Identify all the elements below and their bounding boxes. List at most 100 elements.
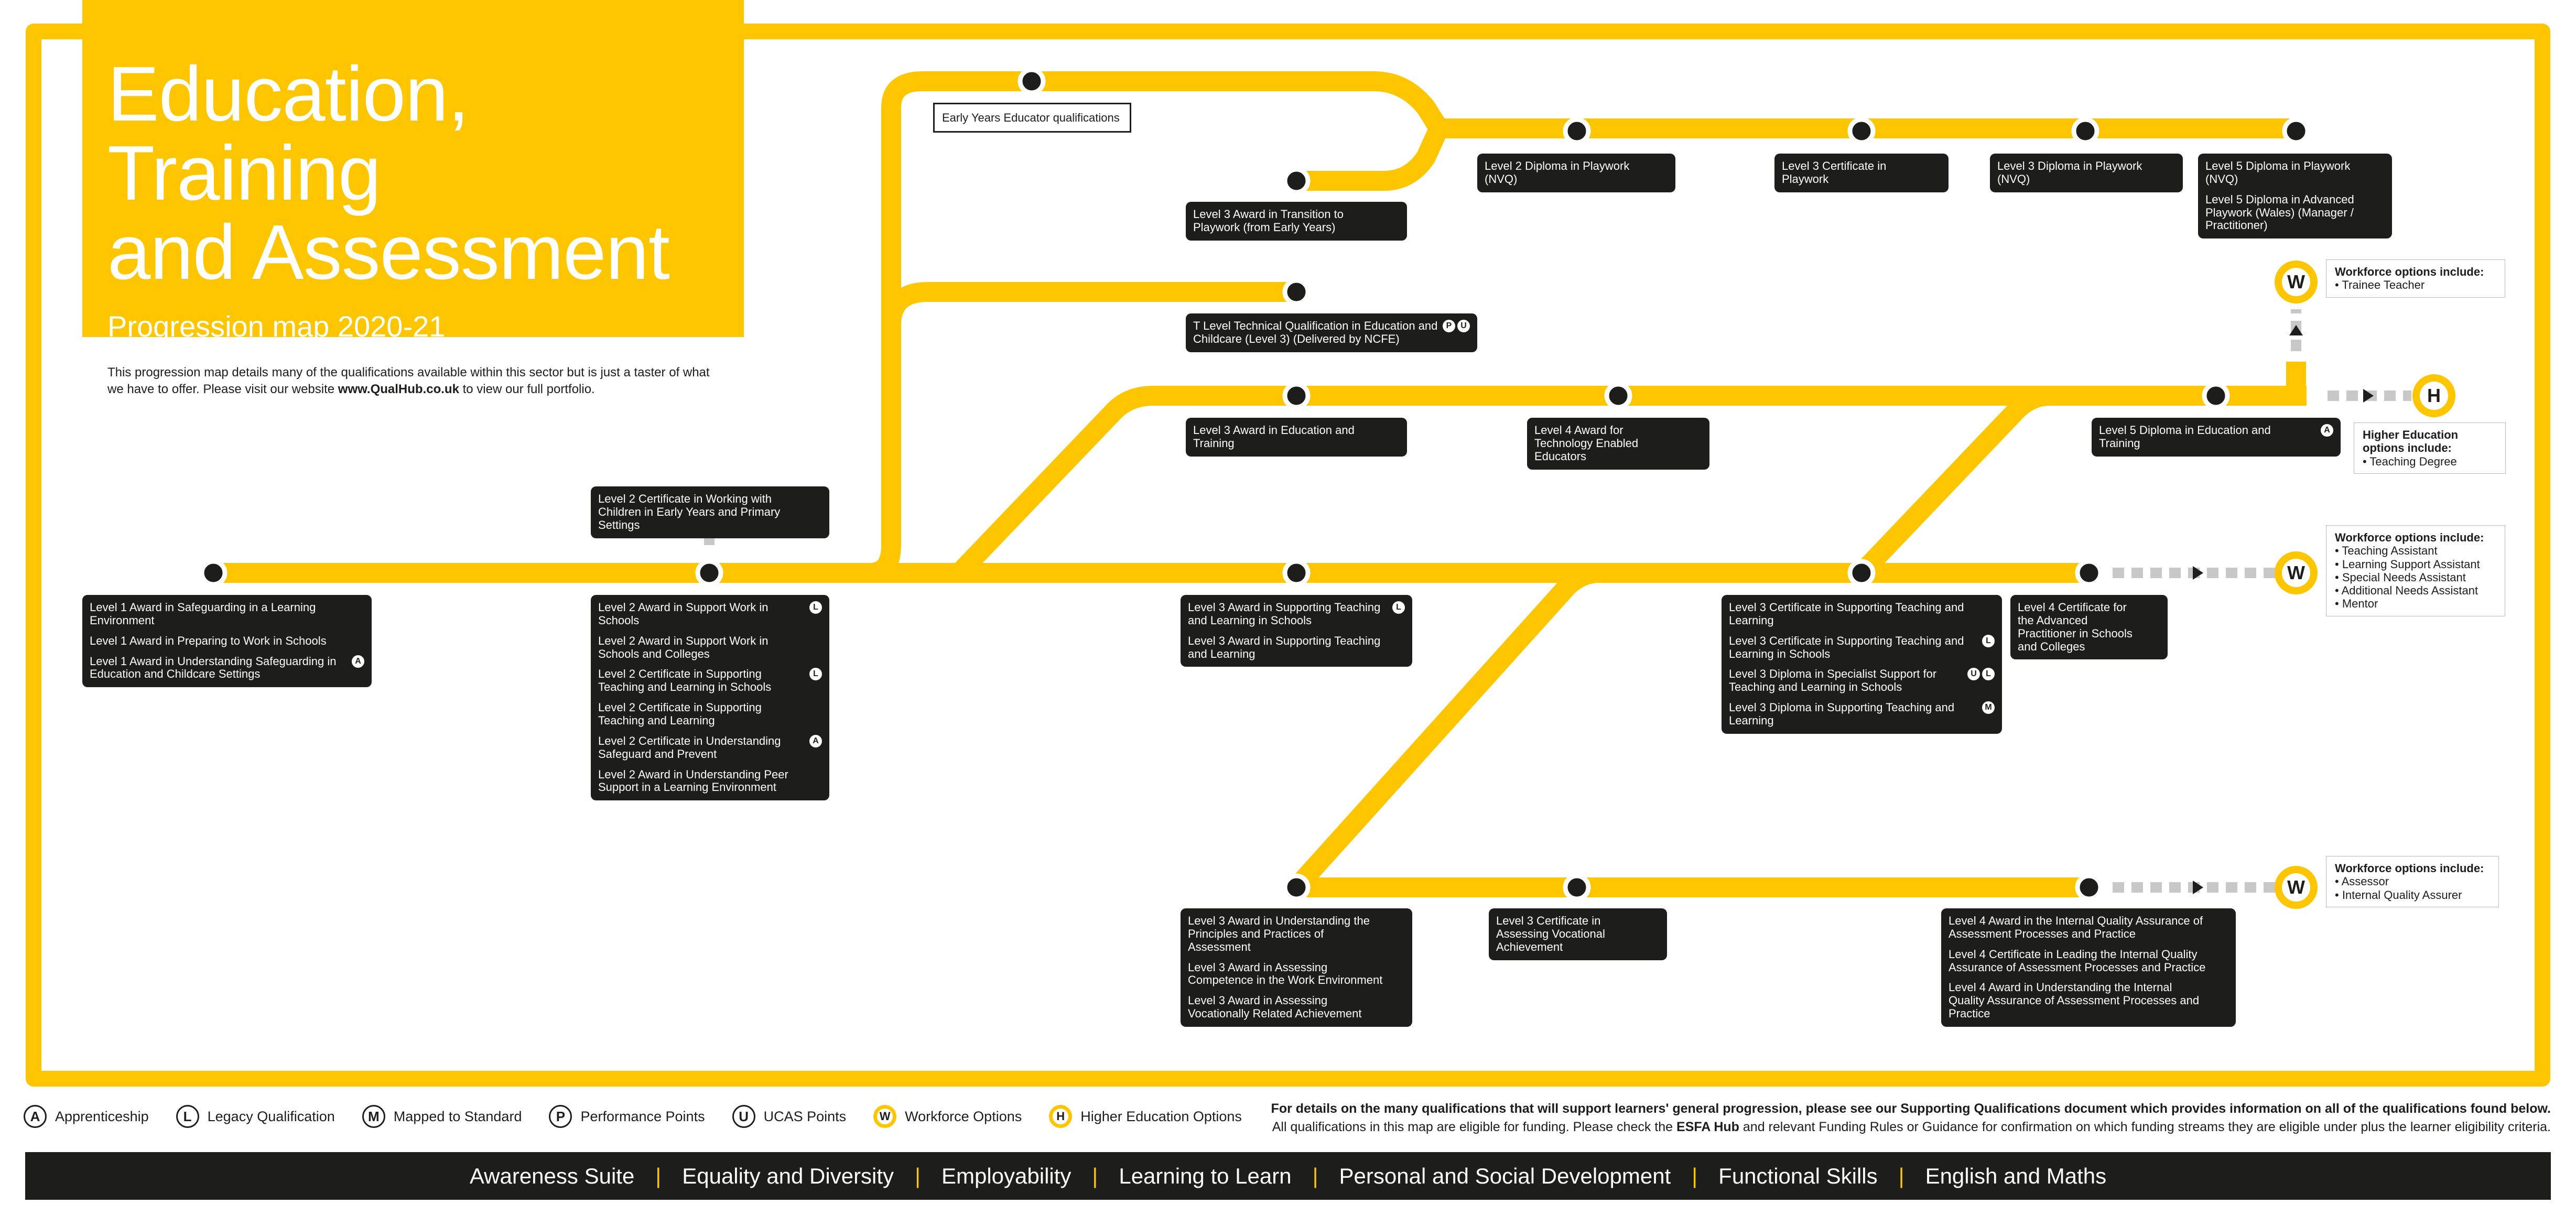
qualification-item[interactable]: Level 4 Certificate for the Advanced Pra…	[2018, 601, 2160, 653]
qualification-item[interactable]: Level 2 Diploma in Playwork (NVQ)	[1485, 159, 1668, 186]
qualification-item[interactable]: Level 2 Certificate in Understanding Saf…	[598, 734, 822, 761]
qualification-title: Level 3 Diploma in Specialist Support fo…	[1729, 667, 1937, 694]
qualification-item[interactable]: Level 3 Certificate in Supporting Teachi…	[1729, 601, 1995, 627]
qualification-box[interactable]: Level 1 Award in Safeguarding in a Learn…	[82, 595, 372, 688]
qualification-title: Level 2 Award in Support Work in Schools	[598, 601, 769, 627]
legend-m-icon: M	[362, 1105, 385, 1128]
qualification-box[interactable]: Level 4 Award for Technology Enabled Edu…	[1527, 418, 1709, 470]
qualification-box[interactable]: Level 3 Certificate in Supporting Teachi…	[1722, 595, 2002, 734]
qualification-box[interactable]: T Level Technical Qualification in Educa…	[1186, 313, 1477, 352]
badge-l-icon: L	[809, 668, 822, 681]
qualification-box[interactable]: Level 3 Award in Supporting Teaching and…	[1181, 595, 1412, 667]
qualification-item[interactable]: Level 3 Award in Transition to Playwork …	[1193, 208, 1400, 234]
qualification-box[interactable]: Level 5 Diploma in Playwork (NVQ) Level 5…	[2198, 154, 2392, 239]
qualification-item[interactable]: Level 3 Award in Supporting Teaching and…	[1188, 634, 1405, 661]
qualification-item[interactable]: Level 3 Diploma in Playwork (NVQ)	[1997, 159, 2175, 186]
qualification-title: Level 3 Award in Understanding the Princ…	[1188, 914, 1370, 953]
qualification-box[interactable]: Level 3 Certificate in Assessing Vocatio…	[1489, 908, 1667, 960]
esfa-hub-link[interactable]: ESFA Hub	[1676, 1120, 1739, 1134]
footer-separator: |	[1092, 1163, 1098, 1188]
footer-separator: |	[655, 1163, 662, 1188]
badge-p-icon: P	[1443, 320, 1455, 332]
qualification-item[interactable]: Level 4 Award in the Internal Quality As…	[1949, 914, 2228, 941]
qualification-box[interactable]: Level 3 Award in Understanding the Princ…	[1181, 908, 1412, 1027]
qualification-box[interactable]: Level 3 Award in Education and Training	[1186, 418, 1407, 457]
early-years-label: Early Years Educator qualifications	[933, 103, 1131, 133]
qualification-item[interactable]: Level 3 Diploma in Specialist Support fo…	[1729, 668, 1995, 694]
qualification-item[interactable]: Level 2 Award in Support Work in Schools…	[598, 634, 822, 661]
qualification-box[interactable]: Level 2 Award in Support Work in Schools…	[591, 595, 829, 801]
legend-label: Mapped to Standard	[393, 1108, 522, 1124]
qualification-item[interactable]: Level 3 Award in Assessing Competence in…	[1188, 961, 1405, 988]
page-description: This progression map details many of the…	[107, 365, 710, 397]
qualification-title: Level 5 Diploma in Advanced Playwork (Wa…	[2205, 192, 2354, 232]
footer-separator: |	[1312, 1163, 1318, 1188]
qualification-item[interactable]: Level 2 Certificate in Working with Chil…	[598, 492, 822, 532]
option-item: • Teaching Degree	[2363, 454, 2457, 468]
qualification-box[interactable]: Level 3 Certificate in Playwork	[1774, 154, 1949, 192]
qualification-item[interactable]: Level 5 Diploma in Advanced Playwork (Wa…	[2205, 193, 2385, 233]
qualification-box[interactable]: Level 2 Diploma in Playwork (NVQ)	[1477, 154, 1675, 192]
qualification-item[interactable]: Level 2 Award in Support Work in Schools…	[598, 601, 822, 627]
qualification-title: Level 3 Diploma in Playwork (NVQ)	[1997, 159, 2142, 186]
badge-a-icon: A	[352, 655, 364, 668]
footer-separator: |	[1692, 1163, 1698, 1188]
qualification-item[interactable]: Level 3 Award in Supporting Teaching and…	[1188, 601, 1405, 627]
qualification-item[interactable]: Level 4 Award in Understanding the Inter…	[1949, 981, 2228, 1021]
qualification-item[interactable]: Level 1 Award in Preparing to Work in Sc…	[90, 634, 364, 648]
qualification-title: Level 5 Diploma in Education and Trainin…	[2099, 424, 2271, 450]
qualification-item[interactable]: Level 3 Award in Education and Training	[1193, 424, 1400, 450]
qualification-title: Level 2 Diploma in Playwork (NVQ)	[1485, 159, 1630, 186]
qualification-item[interactable]: Level 3 Award in Understanding the Princ…	[1188, 914, 1405, 954]
qualification-box[interactable]: Level 3 Diploma in Playwork (NVQ)	[1990, 154, 2183, 192]
qualification-item[interactable]: Level 3 Diploma in Supporting Teaching a…	[1729, 701, 1995, 728]
qualification-box[interactable]: Level 5 Diploma in Education and Trainin…	[2092, 418, 2341, 457]
qualification-item[interactable]: Level 4 Award for Technology Enabled Edu…	[1534, 424, 1702, 463]
qualification-item[interactable]: Level 2 Award in Understanding Peer Supp…	[598, 768, 822, 795]
options-heading: Workforce options include:	[2335, 531, 2484, 544]
footer-link[interactable]: Functional Skills	[1718, 1163, 1878, 1188]
footer-link[interactable]: Personal and Social Development	[1339, 1163, 1671, 1188]
footer-link[interactable]: Equality and Diversity	[682, 1163, 894, 1188]
qualification-box[interactable]: Level 4 Award in the Internal Quality As…	[1941, 908, 2236, 1027]
qualification-title: Level 3 Award in Supporting Teaching and…	[1188, 634, 1381, 660]
qualification-item[interactable]: Level 3 Award in Assessing Vocationally …	[1188, 994, 1405, 1021]
footer-link[interactable]: Awareness Suite	[469, 1163, 635, 1188]
workforce-terminal-icon: W	[2287, 876, 2305, 898]
badge-u-icon: U	[1457, 320, 1470, 332]
qualification-item[interactable]: Level 3 Certificate in Supporting Teachi…	[1729, 634, 1995, 661]
qualification-item[interactable]: Level 1 Award in Understanding Safeguard…	[90, 655, 364, 681]
qualification-item[interactable]: Level 5 Diploma in Playwork (NVQ)	[2205, 159, 2385, 186]
qualification-title: Level 2 Certificate in Understanding Saf…	[598, 734, 781, 761]
qualification-box[interactable]: Level 2 Certificate in Working with Chil…	[591, 486, 829, 538]
website-link[interactable]: www.QualHub.co.uk	[338, 382, 459, 397]
option-item: • Internal Quality Assurer	[2335, 888, 2462, 902]
qualification-title: Level 3 Certificate in Supporting Teachi…	[1729, 601, 1964, 627]
qualification-title: Level 2 Award in Support Work in Schools…	[598, 634, 769, 660]
qualification-item[interactable]: Level 3 Certificate in Assessing Vocatio…	[1496, 914, 1660, 954]
qualification-item[interactable]: Level 1 Award in Safeguarding in a Learn…	[90, 601, 364, 627]
qualification-item[interactable]: Level 5 Diploma in Education and Trainin…	[2099, 424, 2333, 450]
badge-l-icon: L	[1392, 601, 1405, 614]
badge-a-icon: A	[2321, 424, 2333, 437]
qualification-item[interactable]: Level 2 Certificate in Supporting Teachi…	[598, 701, 822, 728]
note-line-2: All qualifications in this map are eligi…	[1272, 1120, 2551, 1134]
qualification-item[interactable]: T Level Technical Qualification in Educa…	[1193, 319, 1470, 346]
footer-link[interactable]: Learning to Learn	[1119, 1163, 1292, 1188]
qualification-box[interactable]: Level 4 Certificate for the Advanced Pra…	[2010, 595, 2168, 660]
qualification-box[interactable]: Level 3 Award in Transition to Playwork …	[1186, 202, 1407, 241]
qualification-item[interactable]: Level 2 Certificate in Supporting Teachi…	[598, 668, 822, 694]
option-item: • Additional Needs Assistant	[2335, 584, 2478, 598]
legend-u-icon: U	[732, 1105, 755, 1128]
footer-link[interactable]: Employability	[941, 1163, 1071, 1188]
footer-link[interactable]: English and Maths	[1925, 1163, 2107, 1188]
qualification-item[interactable]: Level 3 Certificate in Playwork	[1782, 159, 1941, 186]
qualification-title: Level 3 Award in Education and Training	[1193, 424, 1355, 450]
qualification-item[interactable]: Level 4 Certificate in Leading the Inter…	[1949, 948, 2228, 974]
